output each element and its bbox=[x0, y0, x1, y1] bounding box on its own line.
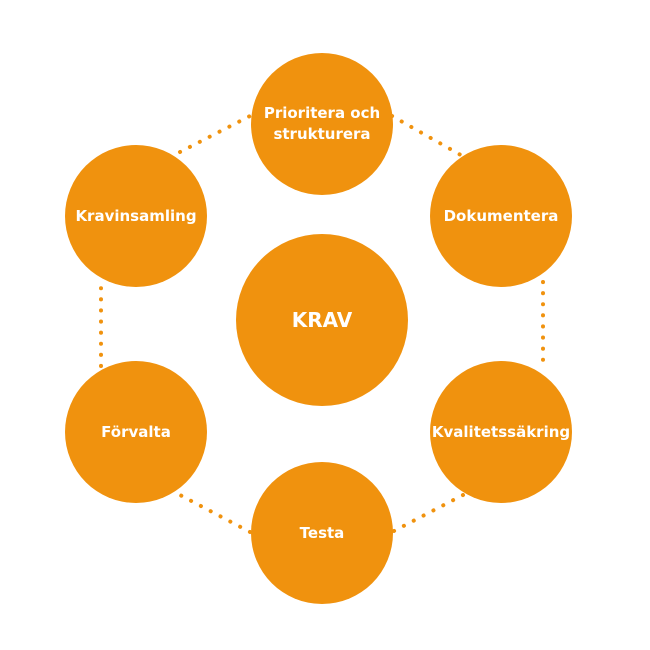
node-label: Kvalitetssäkring bbox=[431, 422, 571, 441]
center-label: KRAV bbox=[291, 308, 353, 332]
node-dokumentera: Dokumentera bbox=[430, 145, 572, 287]
node-prioritera-och-strukturera: Prioritera och strukturera bbox=[251, 53, 393, 195]
node-testa: Testa bbox=[251, 462, 393, 604]
node-label: strukturera bbox=[273, 125, 371, 143]
center-node-krav: KRAV bbox=[236, 234, 408, 406]
node-label: Testa bbox=[299, 523, 345, 542]
node-label: Förvalta bbox=[101, 422, 171, 441]
node-label: Kravinsamling bbox=[75, 206, 197, 225]
node-forvalta: Förvalta bbox=[65, 361, 207, 503]
connector-kvalitetssakring-to-testa bbox=[390, 493, 465, 534]
node-label: Dokumentera bbox=[443, 206, 559, 225]
node-kravinsamling: Kravinsamling bbox=[65, 145, 207, 287]
node-label: Prioritera och bbox=[263, 104, 381, 122]
node-kvalitetssakring: Kvalitetssäkring bbox=[430, 361, 572, 503]
connector-top-to-dokumentera bbox=[390, 114, 468, 160]
connector-testa-to-forvalta bbox=[178, 493, 252, 534]
connector-kravinsamling-to-top bbox=[178, 114, 252, 154]
